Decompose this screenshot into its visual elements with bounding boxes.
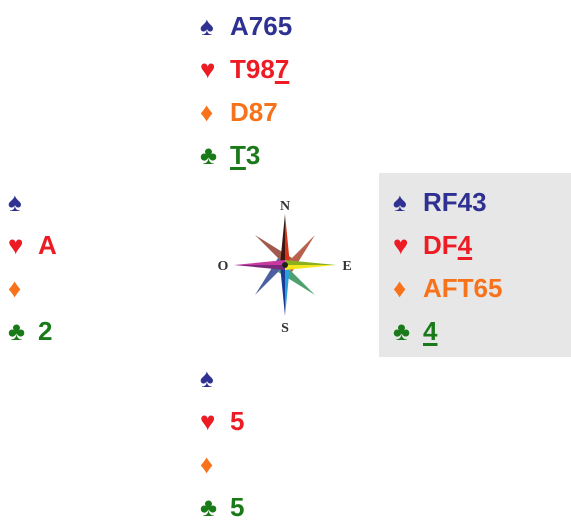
- north-hand: ♠ A765 ♥ T987 ♦ D87 ♣ T3: [200, 6, 400, 176]
- west-hand: ♠♥A♦♣2: [8, 182, 128, 352]
- east-spades-row: ♠ RF43: [393, 182, 487, 222]
- clubs-suit-icon: ♣: [8, 316, 26, 346]
- south-clubs-cards: 5: [230, 492, 244, 522]
- card-group: RF43: [423, 187, 487, 217]
- compass-west-label: O: [218, 259, 229, 274]
- card-group: DF: [423, 230, 458, 260]
- clubs-suit-icon: ♣: [393, 316, 411, 346]
- diamonds-suit-icon: ♦: [8, 273, 22, 303]
- card-group: 5: [230, 406, 245, 436]
- south-hand: ♠♥5♦♣5: [200, 358, 400, 522]
- north-hearts-row: ♥ T987: [200, 49, 289, 89]
- spades-suit-icon: ♠: [393, 187, 407, 217]
- compass-rose-icon: N S E O: [218, 199, 352, 336]
- east-clubs-cards: 4: [423, 316, 437, 346]
- west-hearts-row: ♥A: [8, 225, 57, 265]
- card-group: 5: [230, 492, 245, 522]
- compass-east-label: E: [342, 259, 351, 274]
- east-hand-highlight: [379, 173, 571, 357]
- hearts-suit-icon: ♥: [8, 230, 24, 260]
- east-clubs-row: ♣4: [393, 311, 437, 351]
- north-spades-cards: A765: [230, 11, 292, 41]
- card-group: 4: [457, 230, 473, 260]
- north-clubs-row: ♣ T3: [200, 135, 260, 175]
- east-diamonds-row: ♦ AFT65: [393, 268, 502, 308]
- card-group: A: [38, 230, 57, 260]
- diamonds-suit-icon: ♦: [200, 97, 214, 127]
- compass-north-label: N: [280, 199, 290, 214]
- south-diamonds-row: ♦: [200, 444, 230, 484]
- compass-south-label: S: [281, 321, 289, 336]
- diamonds-suit-icon: ♦: [200, 449, 214, 479]
- east-hand: ♠RF43♥DF4♦AFT65♣4: [393, 182, 563, 352]
- east-hearts-row: ♥ DF4: [393, 225, 472, 265]
- north-hearts-cards: T987: [230, 54, 289, 84]
- west-spades-row: ♠: [8, 182, 38, 222]
- east-hearts-cards: DF4: [423, 230, 472, 260]
- card-group: 4: [423, 316, 438, 346]
- spades-suit-icon: ♠: [200, 363, 214, 393]
- card-group: D87: [230, 97, 278, 127]
- hearts-suit-icon: ♥: [393, 230, 409, 260]
- east-diamonds-cards: AFT65: [423, 273, 502, 303]
- south-clubs-row: ♣5: [200, 487, 244, 527]
- diamonds-suit-icon: ♦: [393, 273, 407, 303]
- south-hearts-cards: 5: [230, 406, 244, 436]
- north-spades-row: ♠ A765: [200, 6, 292, 46]
- spades-suit-icon: ♠: [200, 11, 214, 41]
- card-group: 7: [274, 54, 290, 84]
- west-diamonds-row: ♦: [8, 268, 38, 308]
- south-hearts-row: ♥5: [200, 401, 244, 441]
- east-spades-cards: RF43: [423, 187, 487, 217]
- north-clubs-cards: T3: [230, 140, 260, 170]
- hearts-suit-icon: ♥: [200, 406, 216, 436]
- clubs-suit-icon: ♣: [200, 140, 218, 170]
- north-diamonds-row: ♦ D87: [200, 92, 278, 132]
- north-diamonds-cards: D87: [230, 97, 278, 127]
- spades-suit-icon: ♠: [8, 187, 22, 217]
- west-hearts-cards: A: [38, 230, 57, 260]
- card-group: 2: [38, 316, 53, 346]
- compass-cardinal-points: [234, 214, 336, 316]
- card-group: 3: [245, 140, 261, 170]
- card-group: T98: [230, 54, 275, 84]
- west-clubs-cards: 2: [38, 316, 52, 346]
- card-group: A765: [230, 11, 293, 41]
- hearts-suit-icon: ♥: [200, 54, 216, 84]
- south-spades-row: ♠: [200, 358, 230, 398]
- card-group: AFT65: [423, 273, 503, 303]
- west-clubs-row: ♣2: [8, 311, 52, 351]
- card-group: T: [230, 140, 246, 170]
- clubs-suit-icon: ♣: [200, 492, 218, 522]
